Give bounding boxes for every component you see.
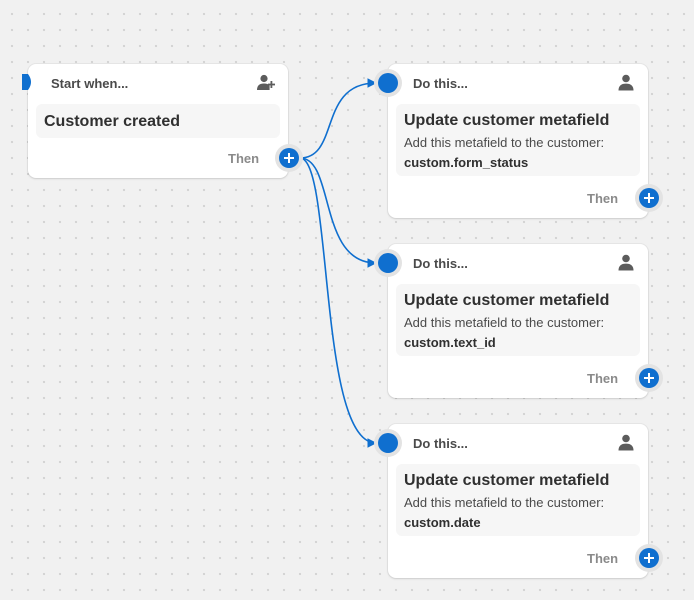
connector-to-action-3: [299, 157, 377, 448]
action-metafield-value: custom.form_status: [404, 155, 529, 170]
start-marker-icon: [20, 72, 36, 92]
action-card[interactable]: Do this... Update customer metafield Add…: [388, 64, 648, 218]
action-add-step-button[interactable]: [639, 188, 659, 208]
trigger-card-header: Start when...: [28, 64, 288, 102]
action-card-header: Do this...: [388, 424, 648, 462]
plus-icon: [644, 373, 654, 383]
action-label: Do this...: [413, 76, 468, 91]
person-icon: [616, 433, 636, 453]
action-body[interactable]: Update customer metafield Add this metaf…: [396, 104, 640, 176]
action-then-label: Then: [587, 191, 619, 206]
action-card[interactable]: Do this... Update customer metafield Add…: [388, 424, 648, 578]
action-title: Update customer metafield: [404, 292, 610, 309]
action-label: Do this...: [413, 436, 468, 451]
action-description: Add this metafield to the customer:: [404, 135, 605, 150]
action-title: Update customer metafield: [404, 472, 610, 489]
action-card-header: Do this...: [388, 64, 648, 102]
action-add-step-button[interactable]: [639, 548, 659, 568]
action-description: Add this metafield to the customer:: [404, 495, 605, 510]
action-then-label: Then: [587, 551, 619, 566]
person-icon: [616, 253, 636, 273]
action-description: Add this metafield to the customer:: [404, 315, 605, 330]
trigger-body[interactable]: Customer created: [36, 104, 280, 138]
add-person-icon: [256, 73, 276, 93]
action-label: Do this...: [413, 256, 468, 271]
action-add-step-button[interactable]: [639, 368, 659, 388]
trigger-then-label: Then: [228, 151, 260, 166]
trigger-label: Start when...: [51, 76, 129, 91]
connector-to-action-1: [299, 78, 377, 159]
action-card-header: Do this...: [388, 244, 648, 282]
plus-icon: [284, 153, 294, 163]
plus-icon: [644, 193, 654, 203]
action-card[interactable]: Do this... Update customer metafield Add…: [388, 244, 648, 398]
action-metafield-value: custom.text_id: [404, 335, 496, 350]
plus-icon: [644, 553, 654, 563]
action-title: Update customer metafield: [404, 112, 610, 129]
action-metafield-value: custom.date: [404, 515, 481, 530]
person-icon: [616, 73, 636, 93]
connector-to-action-2: [299, 157, 377, 268]
action-input-node[interactable]: [378, 433, 398, 453]
trigger-card[interactable]: Start when... Customer created Then: [22, 64, 288, 178]
action-then-label: Then: [587, 371, 619, 386]
action-input-node[interactable]: [378, 73, 398, 93]
trigger-title: Customer created: [44, 113, 181, 130]
action-input-node[interactable]: [378, 253, 398, 273]
action-body[interactable]: Update customer metafield Add this metaf…: [396, 284, 640, 356]
action-body[interactable]: Update customer metafield Add this metaf…: [396, 464, 640, 536]
trigger-add-step-button[interactable]: [279, 148, 299, 168]
